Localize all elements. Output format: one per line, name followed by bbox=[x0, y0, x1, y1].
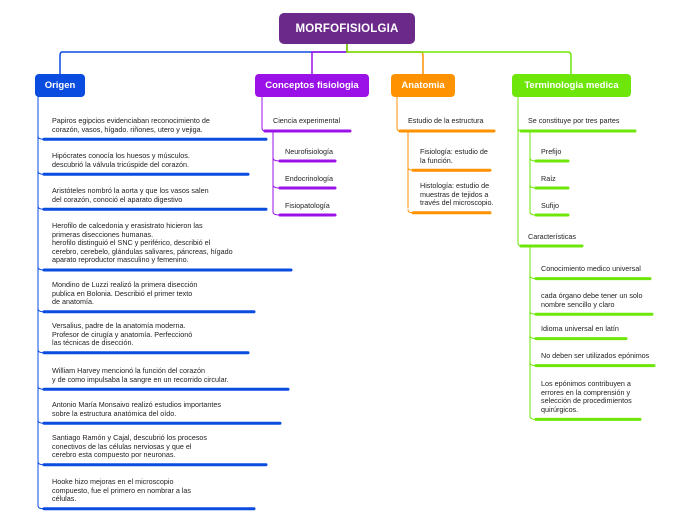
origen-item[interactable]: Santiago Ramón y Cajal, descubrió los pr… bbox=[52, 433, 208, 460]
terminologia-caracteristica-branch bbox=[529, 310, 537, 315]
terminologia-caracteristica-item[interactable]: Los epónimos contribuyen a errores en la… bbox=[541, 379, 632, 414]
origen-branch bbox=[37, 205, 45, 210]
conceptos-item[interactable]: Endocrinología bbox=[285, 174, 333, 183]
conceptos-item[interactable]: Fisiopatología bbox=[285, 201, 330, 210]
conceptos-leaf-branch bbox=[272, 184, 281, 189]
terminologia-caracteristica-item[interactable]: Idioma universal en latín bbox=[541, 324, 619, 333]
category-terminologia-medica[interactable]: Terminologia medica bbox=[512, 74, 631, 97]
root-node[interactable]: MORFOFISIOLGIA bbox=[279, 13, 415, 44]
anatomia-sub[interactable]: Estudio de la estructura bbox=[408, 116, 484, 125]
conceptos-branch bbox=[261, 96, 266, 132]
terminologia-caracteristica-branch bbox=[529, 362, 537, 367]
conceptos-sub[interactable]: Ciencia experimental bbox=[273, 116, 341, 125]
terminologia-sub-caracteristicas[interactable]: Características bbox=[528, 232, 576, 241]
terminologia-parte-item[interactable]: Raíz bbox=[541, 174, 556, 183]
terminologia-branch bbox=[517, 127, 522, 132]
category-conceptos-fisiologia[interactable]: Conceptos fisiologia bbox=[255, 74, 369, 97]
origen-branch bbox=[37, 505, 45, 510]
terminologia-branch bbox=[517, 96, 522, 247]
conceptos-leaf-branch bbox=[272, 157, 281, 162]
origen-item[interactable]: Hooke hizo mejoras en el microscopio com… bbox=[52, 477, 192, 504]
origen-branch bbox=[37, 461, 45, 466]
anatomia-item[interactable]: Histología: estudio de muestras de tejid… bbox=[420, 181, 494, 208]
origen-branch bbox=[37, 385, 45, 390]
terminologia-parte-branch bbox=[529, 184, 537, 189]
origen-branch bbox=[37, 266, 45, 271]
terminologia-caracteristica-branch bbox=[529, 335, 537, 340]
origen-branch bbox=[37, 419, 45, 424]
terminologia-caracteristica-item[interactable]: Conocimiento medico universal bbox=[541, 264, 641, 273]
terminologia-caracteristica-item[interactable]: No deben ser utilizados epónimos bbox=[541, 351, 650, 360]
origen-item[interactable]: Mondino de Luzzi realizó la primera dise… bbox=[52, 280, 198, 307]
origen-branch bbox=[37, 349, 45, 354]
origen-item[interactable]: William Harvey mencionó la función del c… bbox=[52, 366, 229, 384]
origen-item[interactable]: Aristóteles nombró la aorta y que los va… bbox=[52, 186, 209, 204]
origen-branch bbox=[37, 170, 45, 175]
anatomia-branch bbox=[396, 96, 401, 132]
conceptos-leaf-branch bbox=[272, 211, 281, 216]
connector-root-conceptos bbox=[311, 43, 348, 75]
anatomia-leaf-branch bbox=[407, 209, 414, 214]
origen-item[interactable]: Antonio María Monsaivo realizó estudios … bbox=[52, 400, 221, 418]
terminologia-caracteristica-branch bbox=[529, 415, 537, 420]
connector-root-origen bbox=[59, 43, 348, 75]
connector-root-terminologia bbox=[346, 43, 572, 75]
category-origen[interactable]: Origen bbox=[35, 74, 85, 97]
terminologia-parte-branch bbox=[529, 157, 537, 162]
terminologia-caracteristica-item[interactable]: cada órgano debe tener un solo nombre se… bbox=[541, 291, 643, 309]
terminologia-sub-partes[interactable]: Se constituye por tres partes bbox=[528, 116, 620, 125]
anatomia-leaf-branch bbox=[407, 166, 414, 171]
terminologia-caracteristica-branch bbox=[529, 275, 537, 280]
origen-branch bbox=[37, 135, 45, 140]
origen-branch bbox=[37, 308, 45, 313]
connector-root-anatomia bbox=[346, 43, 424, 75]
origen-item[interactable]: Versalius, padre de la anatomía moderna.… bbox=[52, 321, 193, 348]
category-anatomia[interactable]: Anatomia bbox=[391, 74, 455, 97]
origen-item[interactable]: Herofilo de calcedonia y erasistrato hic… bbox=[52, 221, 233, 265]
anatomia-item[interactable]: Fisiología: estudio de la función. bbox=[420, 147, 488, 165]
origen-item[interactable]: Papiros egipcios evidenciaban reconocimi… bbox=[52, 116, 210, 134]
terminologia-parte-item[interactable]: Sufijo bbox=[541, 201, 559, 210]
terminologia-parte-branch bbox=[529, 211, 537, 216]
origen-item[interactable]: Hipócrates conocía los huesos y músculos… bbox=[52, 151, 190, 169]
terminologia-parte-item[interactable]: Prefijo bbox=[541, 147, 562, 156]
conceptos-item[interactable]: Neurofisiología bbox=[285, 147, 333, 156]
